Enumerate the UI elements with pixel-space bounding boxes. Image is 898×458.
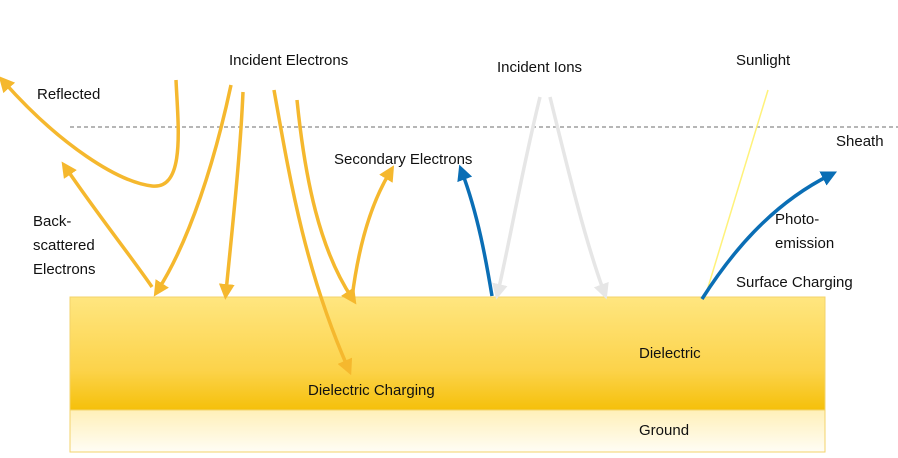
photo-emission-label: Photo-emission	[775, 211, 835, 252]
backscattered-electrons-label: Back-scattered Electrons	[33, 213, 96, 278]
dielectric-charging-arrow	[272, 89, 353, 376]
reflected-label: Reflected	[37, 86, 101, 103]
incident-electrons-label: Incident Electrons	[229, 52, 349, 69]
dielectric-layer	[69, 296, 826, 411]
secondary-electron-arrow	[350, 165, 395, 299]
backscattered-electron-arrow	[61, 161, 154, 288]
incident-ion-arrow-left	[492, 96, 542, 300]
incident-ions-label: Incident Ions	[497, 59, 583, 76]
ground-label: Ground	[639, 422, 690, 439]
secondary-electron-blue-arrow	[457, 164, 494, 297]
incident-ion-arrow-right	[548, 96, 609, 300]
dielectric-label: Dielectric	[639, 345, 701, 362]
dielectric-charging-label: Dielectric Charging	[308, 382, 435, 399]
surface-charging-label: Surface Charging	[736, 274, 853, 291]
ground-layer	[69, 409, 826, 453]
incident-electron-surface-arrow	[218, 91, 245, 300]
sheath-label: Sheath	[836, 133, 884, 150]
sunlight-label: Sunlight	[736, 52, 791, 69]
photoemission-arrow	[700, 171, 838, 300]
secondary-incident-arrow	[295, 99, 357, 305]
secondary-electrons-label: Secondary Electrons	[334, 151, 473, 168]
reflected-electron-arrow	[0, 76, 180, 188]
sunlight-ray	[705, 89, 769, 295]
backscattered-incident-arrow	[153, 84, 233, 297]
